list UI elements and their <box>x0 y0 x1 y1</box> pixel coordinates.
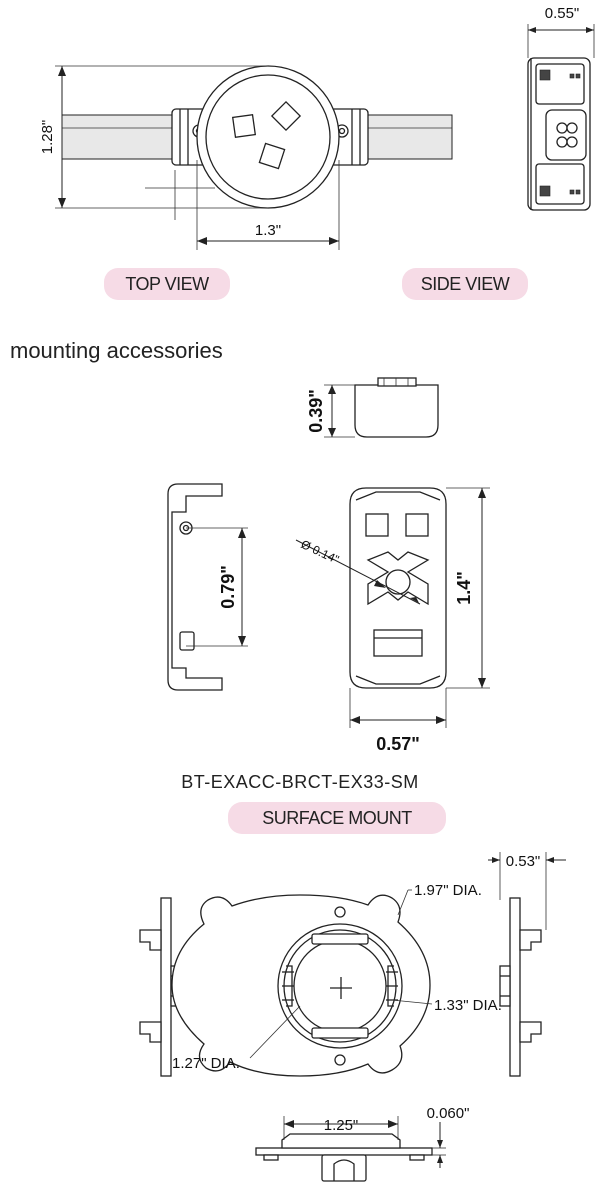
bracket-center-hole <box>385 569 411 595</box>
dim-outer-diameter: 1.97" DIA. <box>414 882 482 899</box>
surface-mount-bottom-profile <box>255 1116 446 1182</box>
dim-hole-diameter: Ø 0.14" <box>299 537 341 567</box>
dim-inner-diameter: 1.33" DIA. <box>434 997 502 1014</box>
led-2 <box>270 100 302 132</box>
dim-mount-depth: 0.53" <box>506 853 541 870</box>
dim-bracket-length: 1.4" <box>454 571 474 605</box>
surface-mount-top-drawing <box>171 889 433 1077</box>
dim-top-height: 1.28" <box>39 120 56 155</box>
dim-bottom-width: 1.25" <box>324 1117 359 1134</box>
part-number: BT-EXACC-BRCT-EX33-SM <box>181 772 419 792</box>
bottom-plate <box>255 1147 433 1156</box>
right-cable <box>359 114 453 160</box>
surface-mount-right-profile <box>488 852 566 1077</box>
dim-bracket-width: 0.57" <box>376 734 420 754</box>
section-heading: mounting accessories <box>10 338 223 363</box>
mount-left-plate <box>160 897 172 1077</box>
clip-drawing <box>324 377 439 438</box>
dim-plate-thickness: 0.060" <box>427 1105 470 1122</box>
led-1 <box>231 113 257 139</box>
dim-clip-height: 0.39" <box>306 389 326 433</box>
bracket-front-drawing <box>295 487 490 728</box>
top-view-label: TOP VIEW <box>104 268 230 300</box>
mount-inner-ring <box>293 939 387 1033</box>
surface-mount-label: SURFACE MOUNT <box>228 802 446 834</box>
dim-seat-diameter: 1.27" DIA. <box>172 1055 240 1072</box>
bracket-profile <box>167 483 223 691</box>
led-3 <box>258 142 286 170</box>
mount-right-plate <box>509 897 521 1077</box>
dim-top-width: 1.3" <box>255 222 281 239</box>
clip-body <box>354 384 439 438</box>
side-view-drawing <box>527 24 595 211</box>
module-body <box>196 65 340 209</box>
dim-side-width: 0.55" <box>545 5 580 22</box>
left-cable <box>61 114 181 160</box>
side-view-label: SIDE VIEW <box>402 268 528 300</box>
dim-hole-spacing: 0.79" <box>218 565 238 609</box>
bracket-profile-drawing <box>167 483 248 691</box>
top-view-drawing <box>55 65 453 250</box>
